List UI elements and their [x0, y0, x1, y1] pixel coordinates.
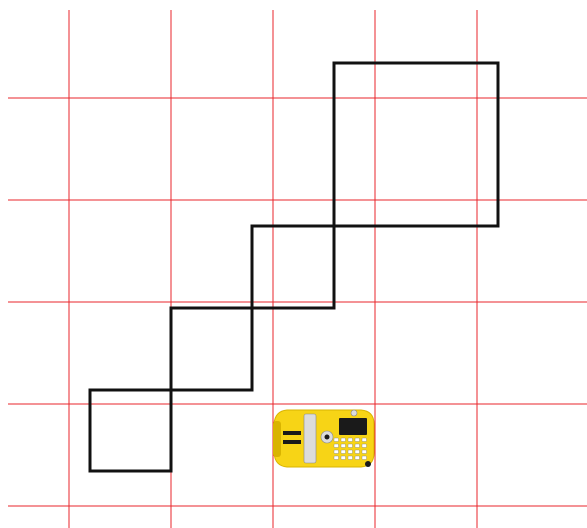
- robot-key: [341, 456, 346, 460]
- robot-stripe: [283, 431, 301, 435]
- robot-stripe: [283, 440, 301, 444]
- robot-key: [334, 450, 339, 454]
- robot-panel: [304, 414, 316, 463]
- programmable-floor-robot-icon: [273, 410, 374, 467]
- robot-key: [355, 450, 360, 454]
- robot-key: [348, 438, 353, 442]
- robot-dial-center: [325, 435, 330, 440]
- robot-front-light: [351, 410, 357, 416]
- robot-key: [355, 456, 360, 460]
- robot-key: [341, 450, 346, 454]
- robot-key: [341, 438, 346, 442]
- robot-rear-wheel: [365, 461, 371, 467]
- robot-key: [362, 450, 367, 454]
- robot-key: [355, 438, 360, 442]
- robot-key: [341, 444, 346, 448]
- robot-key: [362, 456, 367, 460]
- robot-key: [334, 456, 339, 460]
- robot-key: [362, 444, 367, 448]
- robot-key: [334, 438, 339, 442]
- robot-key: [348, 450, 353, 454]
- robot-key: [348, 444, 353, 448]
- robot-screen: [339, 418, 367, 435]
- robot-key: [362, 438, 367, 442]
- robot-key: [348, 456, 353, 460]
- robot-left-track: [273, 421, 281, 457]
- robot-key: [334, 444, 339, 448]
- robot-key: [355, 444, 360, 448]
